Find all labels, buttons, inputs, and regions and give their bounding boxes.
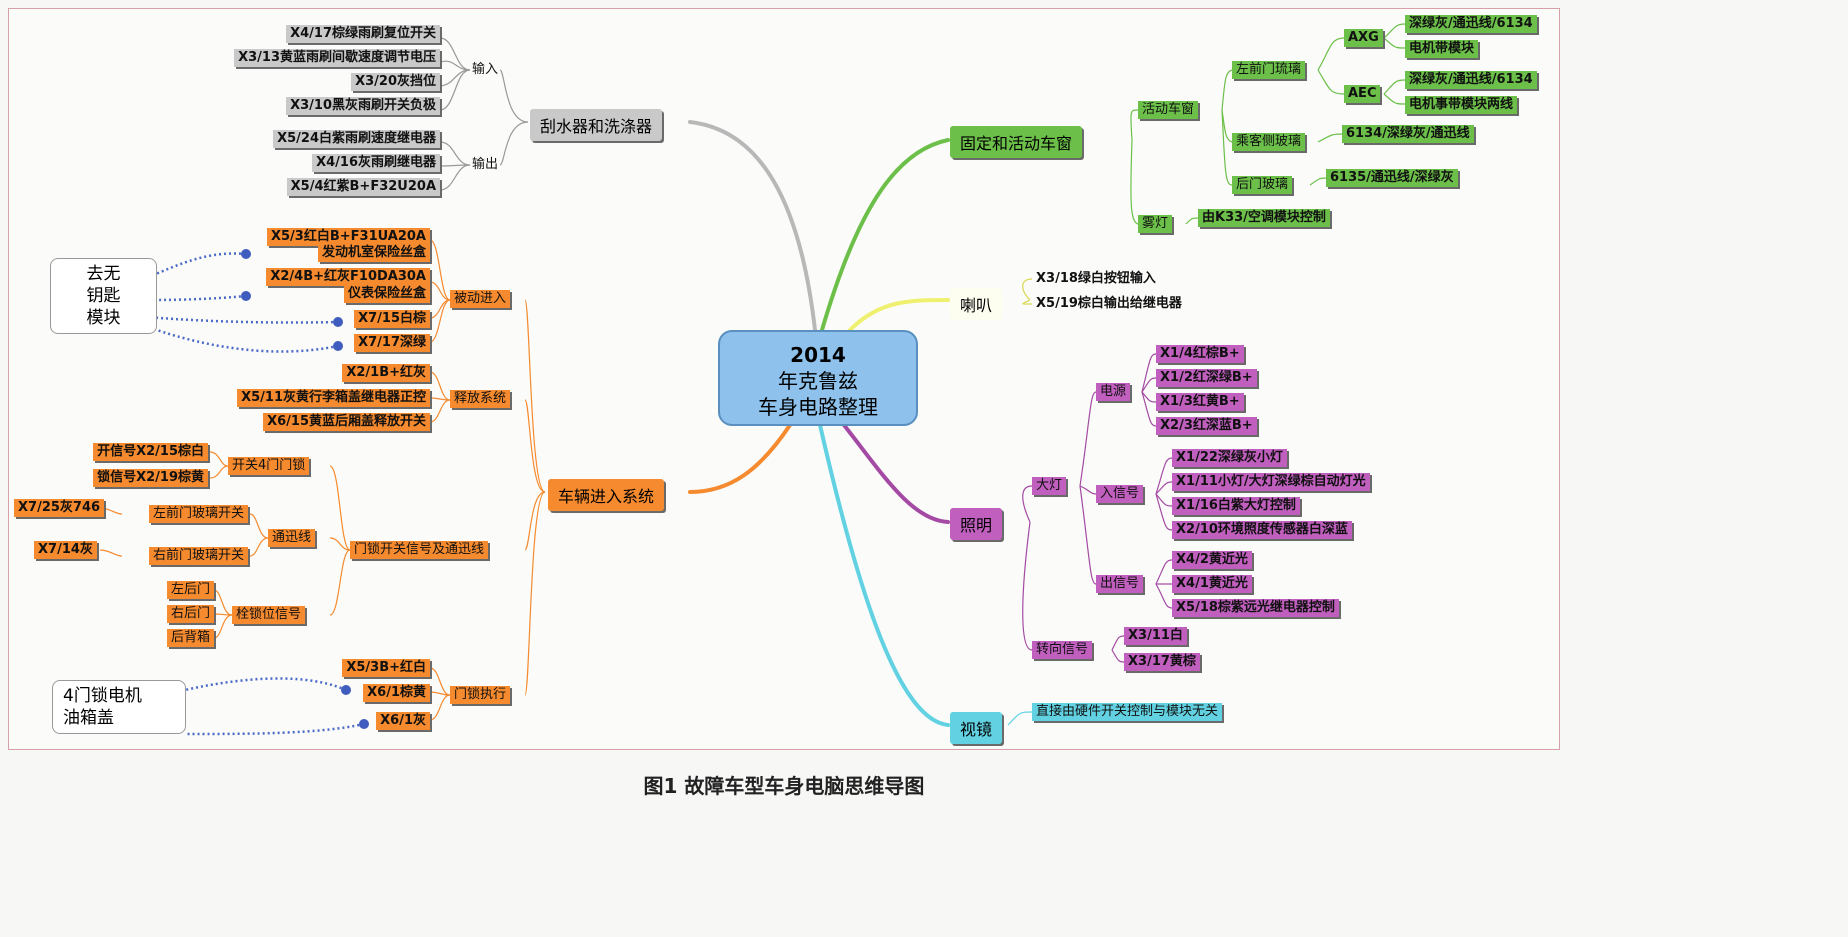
latch-item[interactable]: 右后门 [166, 605, 214, 623]
wiper-input-item[interactable]: X3/10黑灰雨刷开关负极 [286, 97, 440, 115]
center-line1: 年克鲁兹 [778, 369, 858, 393]
out-signal-item[interactable]: X4/2黄近光 [1172, 551, 1252, 569]
horn-item[interactable]: X3/18绿白按钮输入 [1036, 271, 1156, 286]
branch-mirror [818, 423, 950, 727]
in-signal-item[interactable]: X1/11小灯/大灯深绿棕自动灯光 [1172, 473, 1370, 491]
front-left-glass-label[interactable]: 左前门琉璃 [1232, 61, 1306, 79]
switch4-item[interactable]: 锁信号X2/19棕黄 [93, 469, 208, 487]
lock-actuator-label[interactable]: 门锁执行 [450, 686, 511, 704]
passenger-glass-label[interactable]: 乘客侧玻璃 [1232, 133, 1306, 151]
wiper-input-label[interactable]: 输入 [472, 62, 499, 77]
mindmap-canvas: 2014 年克鲁兹 车身电路整理 刮水器和洗涤器 输入 输出 X4/17棕绿雨刷… [8, 8, 1560, 798]
lock-motor-line: 4门锁电机 [63, 686, 142, 706]
keyless-module-line: 去无 [86, 264, 121, 284]
passive-entry-label[interactable]: 被动进入 [450, 290, 511, 308]
latch-signal-label[interactable]: 栓锁位信号 [232, 606, 306, 624]
fog-lamp-item[interactable]: 由K33/空调模块控制 [1198, 209, 1330, 227]
comm-code[interactable]: X7/14灰 [34, 541, 97, 559]
branch-lighting [838, 418, 950, 524]
in-signal-item[interactable]: X1/22深绿灰小灯 [1172, 449, 1287, 467]
horn-item[interactable]: X5/19棕白输出给继电器 [1036, 296, 1182, 311]
central-topic[interactable]: 2014 年克鲁兹 车身电路整理 [718, 330, 918, 426]
lock-motor-line: 油箱盖 [63, 708, 114, 728]
aec-item[interactable]: 电机事带模块两线 [1405, 96, 1518, 114]
release-system-label[interactable]: 释放系统 [450, 390, 511, 408]
passive-entry-item[interactable]: 仪表保险丝盒 [343, 285, 430, 303]
active-window-label[interactable]: 活动车窗 [1138, 101, 1199, 119]
turn-signal-label[interactable]: 转向信号 [1032, 641, 1093, 659]
turn-signal-item[interactable]: X3/17黄棕 [1124, 653, 1200, 671]
power-item[interactable]: X1/2红深绿B+ [1156, 369, 1257, 387]
power-item[interactable]: X1/3红黄B+ [1156, 393, 1244, 411]
power-label[interactable]: 电源 [1096, 383, 1131, 401]
passive-entry-item[interactable]: X5/3红白B+F31UA20A [266, 228, 430, 246]
out-signal-label[interactable]: 出信号 [1096, 575, 1144, 593]
release-item[interactable]: X6/15黄蓝后厢盖释放开关 [263, 413, 430, 431]
aec-label[interactable]: AEC [1344, 85, 1381, 103]
switch4-label[interactable]: 开关4门门锁 [228, 457, 310, 475]
lock-switch-label[interactable]: 门锁开关信号及通迅线 [350, 541, 489, 559]
wiper-input-item[interactable]: X4/17棕绿雨刷复位开关 [286, 25, 440, 43]
release-item[interactable]: X2/1B+红灰 [342, 364, 430, 382]
wiper-output-item[interactable]: X5/4红紫B+F32U20A [286, 178, 440, 196]
horn-topic[interactable]: 喇叭 [950, 288, 1003, 320]
actuator-item[interactable]: X6/1棕黄 [363, 684, 430, 702]
in-signal-item[interactable]: X1/16白紫大灯控制 [1172, 497, 1300, 515]
wiper-output-label[interactable]: 输出 [472, 157, 499, 172]
turn-signal-item[interactable]: X3/11白 [1124, 627, 1187, 645]
window-topic[interactable]: 固定和活动车窗 [950, 126, 1083, 158]
mirror-topic[interactable]: 视镜 [950, 712, 1003, 744]
actuator-item[interactable]: X5/3B+红白 [342, 659, 430, 677]
center-year: 2014 [790, 343, 846, 367]
fog-lamp-label[interactable]: 雾灯 [1138, 215, 1173, 233]
in-signal-item[interactable]: X2/10环境照度传感器白深蓝 [1172, 521, 1352, 539]
wiper-output-item[interactable]: X4/16灰雨刷继电器 [312, 154, 440, 172]
actuator-item[interactable]: X6/1灰 [376, 712, 430, 730]
passenger-glass-item[interactable]: 6134/深绿灰/通迅线 [1342, 125, 1474, 143]
branch-window [820, 138, 950, 332]
passive-entry-item[interactable]: X7/15白棕 [354, 310, 430, 328]
comm-line-label[interactable]: 通迅线 [268, 529, 316, 547]
switch4-item[interactable]: 开信号X2/15棕白 [93, 443, 208, 461]
mirror-item[interactable]: 直接由硬件开关控制与模块无关 [1032, 703, 1223, 721]
branch-horn [848, 298, 950, 332]
branch-wiper [688, 120, 817, 332]
latch-item[interactable]: 左后门 [166, 581, 214, 599]
power-item[interactable]: X2/3红深蓝B+ [1156, 417, 1257, 435]
axg-item[interactable]: 电机带模块 [1405, 40, 1479, 58]
release-item[interactable]: X5/11灰黄行李箱盖继电器正控 [237, 389, 430, 407]
out-signal-item[interactable]: X4/1黄近光 [1172, 575, 1252, 593]
headlamp-label[interactable]: 大灯 [1032, 477, 1067, 495]
passive-entry-item[interactable]: X2/4B+红灰F10DA30A [266, 268, 430, 286]
comm-item[interactable]: 右前门玻璃开关 [148, 547, 248, 565]
power-item[interactable]: X1/4红棕B+ [1156, 345, 1244, 363]
keyless-module-line: 钥匙 [86, 286, 121, 306]
branch-entry [688, 423, 792, 494]
keyless-module-line: 模块 [86, 308, 121, 328]
comm-item[interactable]: 左前门玻璃开关 [148, 505, 248, 523]
wiper-topic[interactable]: 刮水器和洗涤器 [530, 109, 663, 141]
axg-label[interactable]: AXG [1344, 29, 1383, 47]
connector-lines [99, 23, 1406, 736]
passive-entry-item[interactable]: 发动机室保险丝盒 [317, 244, 430, 262]
figure-caption: 图1 故障车型车身电脑思维导图 [643, 774, 925, 798]
axg-item[interactable]: 深绿灰/通迅线/6134 [1405, 15, 1537, 33]
lock-motor-box[interactable]: 4门锁电机 油箱盖 [52, 680, 186, 734]
rear-glass-item[interactable]: 6135/通迅线/深绿灰 [1326, 169, 1458, 187]
keyless-module-box[interactable]: 去无 钥匙 模块 [50, 258, 157, 334]
entry-topic[interactable]: 车辆进入系统 [548, 479, 665, 511]
wiper-input-item[interactable]: X3/13黄蓝雨刷间歇速度调节电压 [234, 49, 440, 67]
lighting-topic[interactable]: 照明 [950, 508, 1003, 540]
comm-code[interactable]: X7/25灰746 [14, 499, 105, 517]
in-signal-label[interactable]: 入信号 [1096, 485, 1144, 503]
latch-item[interactable]: 后背箱 [166, 629, 214, 647]
out-signal-item[interactable]: X5/18棕紫远光继电器控制 [1172, 599, 1339, 617]
wiper-input-item[interactable]: X3/20灰挡位 [351, 73, 440, 91]
center-line2: 车身电路整理 [758, 395, 878, 419]
passive-entry-item[interactable]: X7/17深绿 [354, 334, 430, 352]
rear-glass-label[interactable]: 后门玻璃 [1232, 176, 1293, 194]
aec-item[interactable]: 深绿灰/通迅线/6134 [1405, 71, 1537, 89]
wiper-output-item[interactable]: X5/24白紫雨刷速度继电器 [273, 130, 440, 148]
